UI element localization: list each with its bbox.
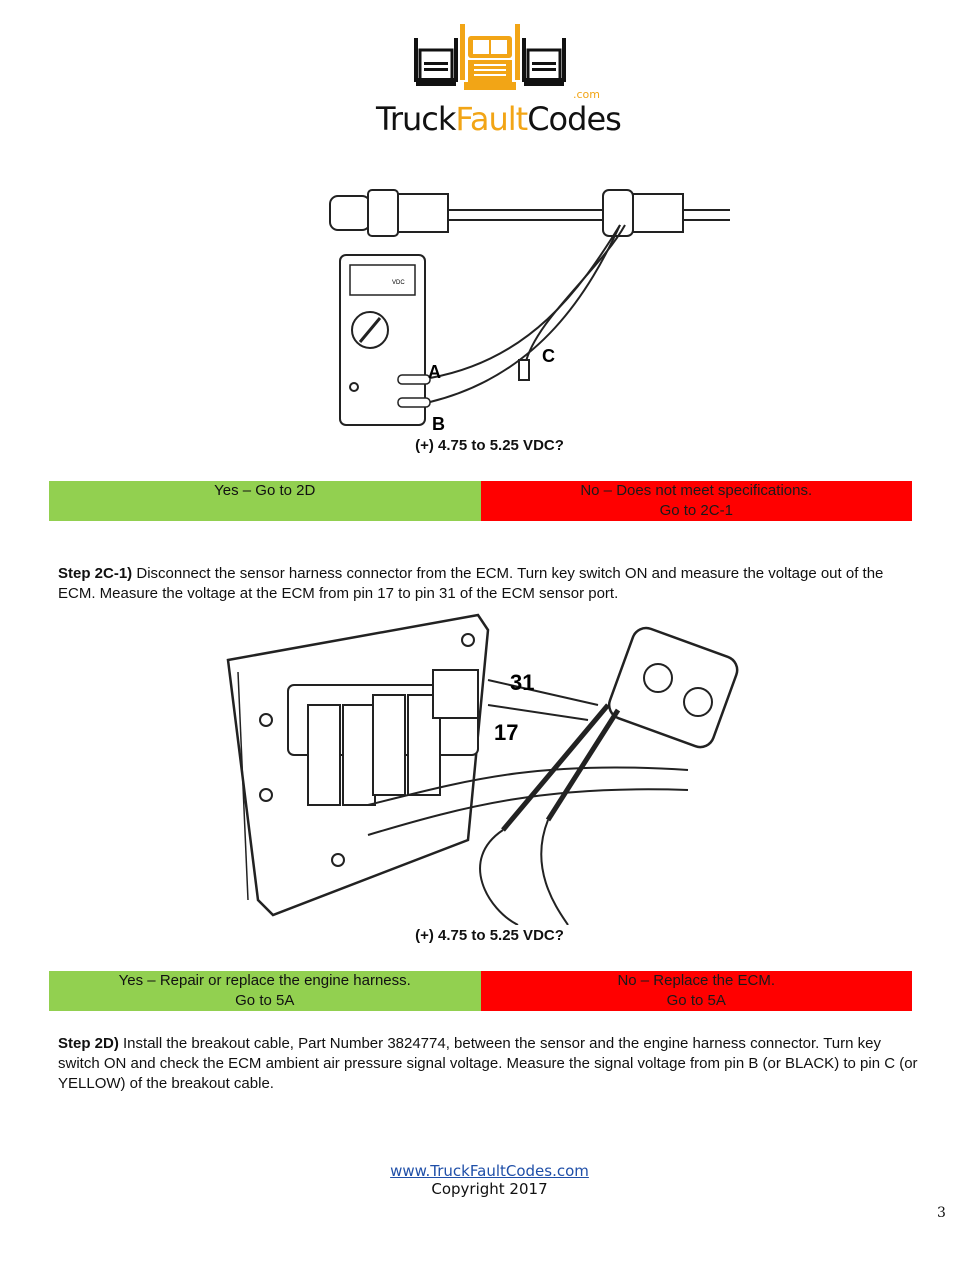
question-1: (+) 4.75 to 5.25 VDC? bbox=[415, 437, 564, 454]
lead-b-label: B bbox=[432, 414, 445, 434]
logo-wordmark: TruckFaultCodes bbox=[376, 100, 622, 138]
copyright-text: Copyright 2017 bbox=[431, 1180, 548, 1198]
truck-icon bbox=[414, 24, 566, 90]
choice-row-1: Yes – Go to 2D . No – Does not meet spec… bbox=[49, 481, 912, 521]
logo-com: .com bbox=[573, 88, 600, 101]
question-2: (+) 4.75 to 5.25 VDC? bbox=[415, 927, 564, 944]
page-number: 3 bbox=[937, 1205, 946, 1221]
lead-a-label: A bbox=[428, 362, 441, 382]
step-2c1-paragraph: Step 2C-1) Disconnect the sensor harness… bbox=[58, 565, 884, 602]
lead-c-label: C bbox=[542, 346, 555, 366]
no-option-1[interactable]: No – Does not meet specifications. Go to… bbox=[480, 481, 912, 521]
pin-17-label: 17 bbox=[494, 720, 518, 745]
brand-logo: .com TruckFaultCodes bbox=[376, 20, 622, 138]
pin-31-label: 31 bbox=[510, 670, 534, 695]
website-link[interactable]: www.TruckFaultCodes.com bbox=[390, 1162, 589, 1180]
yes-option-2[interactable]: Yes – Repair or replace the engine harne… bbox=[49, 971, 481, 1011]
meter-unit-label: VDC bbox=[392, 280, 405, 286]
choice-row-2: Yes – Repair or replace the engine harne… bbox=[49, 971, 912, 1011]
step-2d-paragraph: Step 2D) Install the breakout cable, Par… bbox=[58, 1035, 918, 1092]
yes-option-1[interactable]: Yes – Go to 2D . bbox=[49, 481, 481, 521]
no-option-2[interactable]: No – Replace the ECM. Go to 5A bbox=[480, 971, 912, 1011]
ecm-probe-diagram: 31 17 bbox=[226, 613, 739, 925]
multimeter-diagram: VDC A B C bbox=[329, 189, 730, 434]
footer: www.TruckFaultCodes.com Copyright 2017 bbox=[0, 1162, 979, 1198]
